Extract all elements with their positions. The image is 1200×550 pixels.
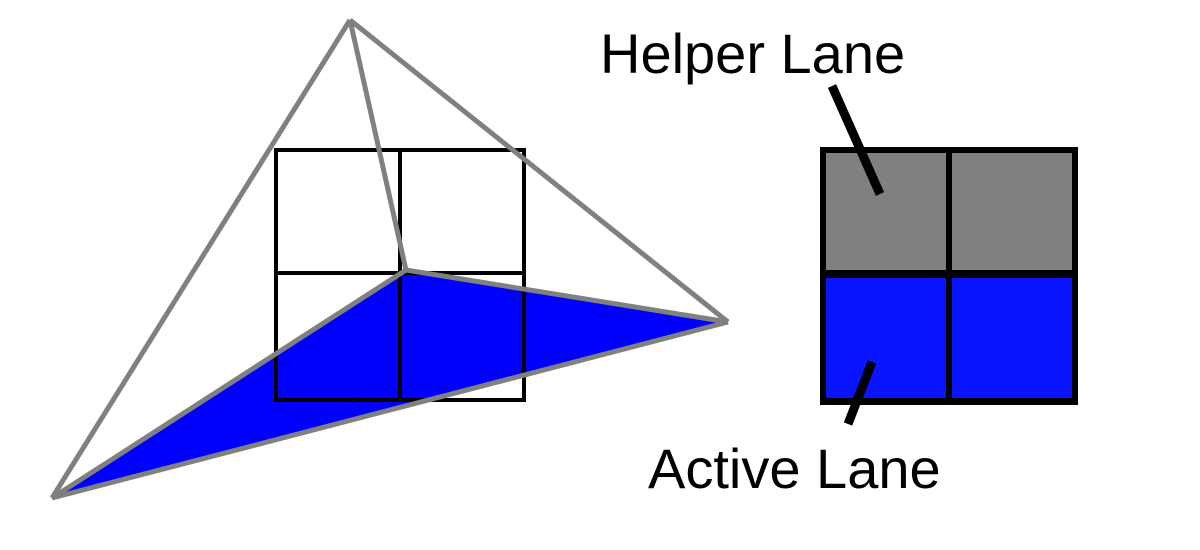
helper-lane-top-left <box>826 153 946 270</box>
helper-lane-top-right <box>952 153 1072 270</box>
active-lane-pointer <box>843 360 877 426</box>
active-lane-bottom-left <box>826 278 946 398</box>
helper-lane-label: Helper Lane <box>600 22 905 85</box>
active-lane-label: Active Lane <box>648 437 941 500</box>
rasterization-illustration <box>49 18 730 501</box>
triangle-edges <box>49 18 730 501</box>
active-lane-bottom-right <box>952 278 1072 398</box>
lane-quad: Helper Lane Active Lane <box>600 22 1078 500</box>
helper-lane-pointer <box>827 84 885 196</box>
covered-triangle <box>52 270 728 498</box>
